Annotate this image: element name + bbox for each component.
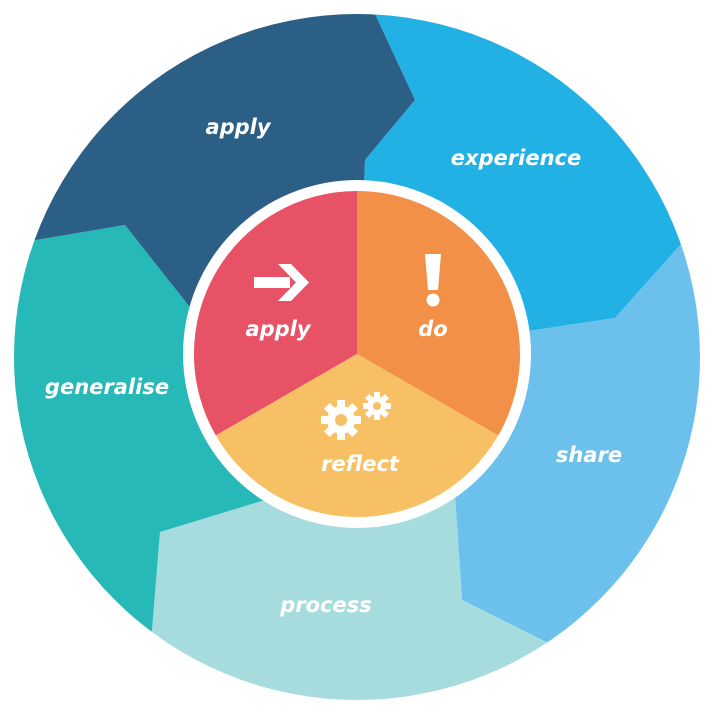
exclamation-icon — [425, 254, 441, 307]
inner-circle — [183, 180, 531, 528]
label-inner-do: do — [418, 317, 447, 341]
gears-icon — [321, 392, 391, 440]
inner-segment-do — [357, 191, 521, 436]
label-outer-process: process — [279, 593, 372, 617]
segment-process — [130, 357, 560, 700]
label-outer-apply: apply — [205, 115, 271, 139]
label-inner-apply: apply — [245, 317, 311, 341]
label-outer-experience: experience — [451, 146, 582, 170]
inner-segment-reflect — [215, 354, 499, 518]
label-inner-reflect: reflect — [321, 452, 400, 476]
label-outer-share: share — [556, 443, 622, 467]
inner-segment-apply — [193, 191, 357, 436]
arrow-right-icon — [254, 264, 309, 301]
label-outer-generalise: generalise — [45, 375, 169, 399]
